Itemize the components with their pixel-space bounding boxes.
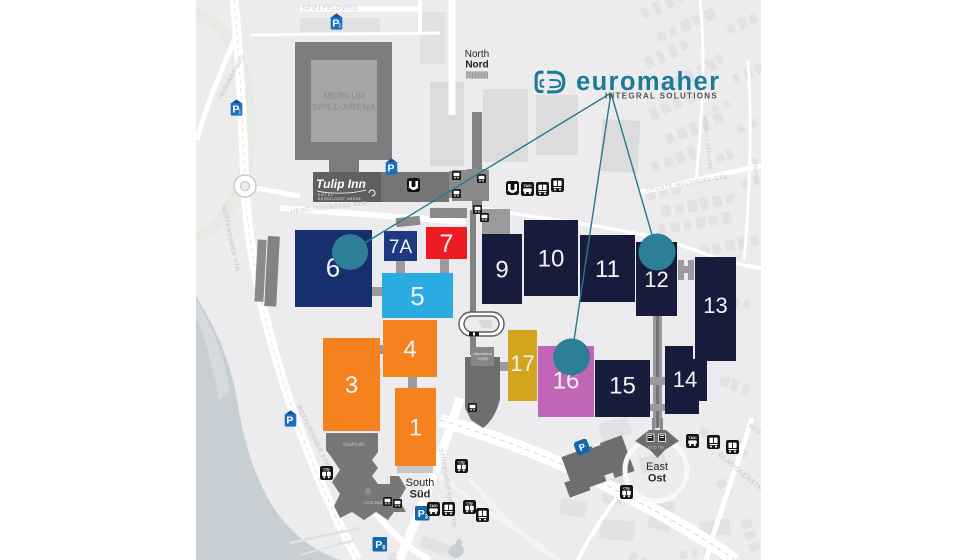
svg-text:East: East [646, 461, 668, 473]
svg-text:South: South [406, 477, 435, 489]
svg-text:3: 3 [345, 372, 358, 399]
svg-text:6: 6 [382, 545, 386, 551]
svg-text:North: North [465, 49, 489, 60]
svg-text:1: 1 [409, 415, 422, 442]
svg-text:Süd: Süd [410, 489, 431, 501]
svg-text:1: 1 [238, 110, 242, 116]
svg-text:P: P [375, 539, 382, 551]
svg-text:4: 4 [403, 336, 416, 363]
svg-text:DÜSSELDORF ARENA: DÜSSELDORF ARENA [318, 197, 361, 201]
svg-text:7A: 7A [389, 237, 413, 258]
svg-text:CCD Süd: CCD Süd [364, 500, 382, 505]
svg-text:Ost: Ost [648, 473, 667, 485]
svg-text:1: 1 [338, 24, 342, 30]
svg-text:Lounge: Lounge [477, 357, 488, 361]
svg-text:11: 11 [595, 256, 620, 283]
svg-text:SPIEL-ARENA: SPIEL-ARENA [312, 102, 377, 113]
svg-text:12: 12 [644, 267, 668, 292]
svg-text:NORDALLSTRASSE: NORDALLSTRASSE [701, 115, 713, 171]
svg-text:P: P [577, 441, 587, 454]
svg-text:10: 10 [538, 246, 565, 273]
svg-text:3: 3 [425, 514, 429, 520]
svg-text:P: P [418, 508, 425, 520]
svg-text:euromaher: euromaher [576, 68, 720, 96]
svg-text:SPIELFELDWEG: SPIELFELDWEG [302, 5, 359, 12]
svg-text:INTEGRAL SOLUTIONS: INTEGRAL SOLUTIONS [605, 92, 718, 101]
svg-text:7: 7 [440, 230, 454, 258]
svg-text:STRASSE: STRASSE [751, 158, 760, 186]
svg-text:15: 15 [609, 373, 636, 400]
svg-text:CCD Ost: CCD Ost [648, 445, 665, 450]
svg-text:International: International [473, 352, 492, 356]
svg-text:14: 14 [673, 367, 697, 392]
svg-text:Nord: Nord [465, 60, 488, 71]
svg-text:9: 9 [495, 257, 508, 284]
svg-text:MERKUR: MERKUR [323, 91, 365, 102]
svg-text:Stadthalle: Stadthalle [343, 442, 365, 448]
svg-text:5: 5 [410, 281, 424, 311]
svg-text:HOTEL: HOTEL [318, 193, 334, 197]
svg-text:Tulip Inn: Tulip Inn [316, 177, 366, 191]
svg-text:13: 13 [703, 293, 727, 318]
svg-text:17: 17 [510, 351, 534, 376]
